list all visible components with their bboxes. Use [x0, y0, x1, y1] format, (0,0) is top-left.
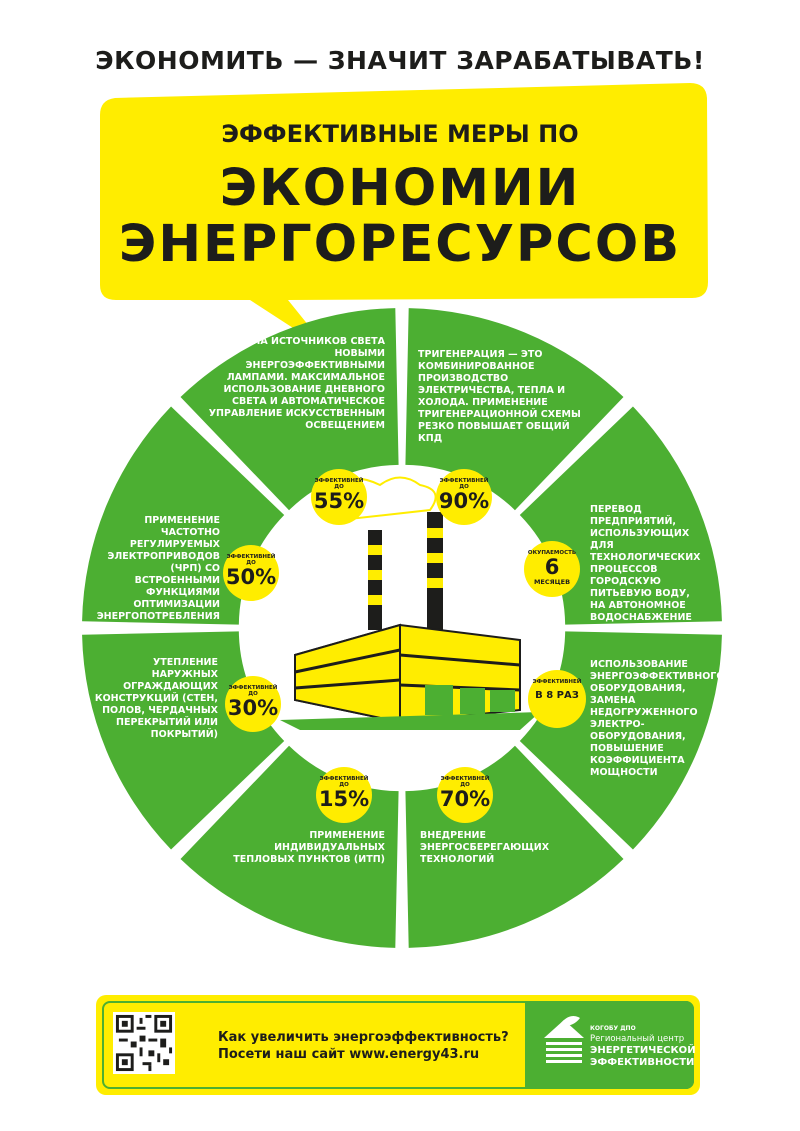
badge-value: 30%: [227, 696, 279, 720]
badge-label: ОКУПАЕМОСТЬ: [527, 550, 577, 556]
badge-label: ЭФФЕКТИВНЕЙ ДО: [226, 554, 276, 566]
badge-6: ОКУПАЕМОСТЬ 6 МЕСЯЦЕВ: [524, 541, 580, 597]
measure-text-6: Применение индивидуальных тепловых пункт…: [233, 830, 385, 865]
factory-icon: [280, 476, 540, 730]
badge-55: ЭФФЕКТИВНЕЙ ДО 55%: [311, 469, 367, 525]
badge-value: 55%: [313, 489, 365, 513]
measure-text-8: Применение частотно регулируемых электро…: [96, 515, 220, 622]
headline-line1: ЭФФЕКТИВНЫЕ МЕРЫ ПО: [221, 120, 579, 148]
logo-org-type: КОГОБУ ДПО: [590, 1025, 636, 1032]
badge-90: ЭФФЕКТИВНЕЙ ДО 90%: [436, 469, 492, 525]
badge-value: 6: [544, 555, 560, 579]
house-leaf-logo-icon: [544, 1016, 584, 1063]
footer-line2[interactable]: Посети наш сайт www.energy43.ru: [218, 1047, 480, 1062]
badge-value: 50%: [225, 565, 277, 589]
badge-label: ЭФФЕКТИВНЕЙ ДО: [319, 776, 369, 788]
badge-label: ЭФФЕКТИВНЕЙ ДО: [228, 685, 278, 697]
badge-value: В 8 РАЗ: [535, 690, 579, 701]
footer-cta: Как увеличить энергоэффективность? Посет…: [218, 1029, 509, 1063]
poster-tagline: ЭКОНОМИТЬ — ЗНАЧИТ ЗАРАБАТЫВАТЬ!: [95, 46, 705, 75]
headline-line2: ЭКОНОМИИ: [219, 159, 581, 218]
badge-value: 15%: [318, 787, 370, 811]
qr-code-icon[interactable]: [113, 1012, 175, 1074]
headline-line3: ЭНЕРГОРЕСУРСОВ: [118, 215, 682, 274]
badge-label: ЭФФЕКТИВНЕЙ ДО: [439, 478, 489, 490]
badge-label: ЭФФЕКТИВНЕЙ ДО: [440, 776, 490, 788]
badge-value: 90%: [438, 489, 490, 513]
wheel-segment-1: [405, 308, 624, 511]
measure-text-5: Внедрение энергосберегающих технологий: [420, 830, 550, 865]
measure-text-4: Использование энергоэффективного оборудо…: [590, 659, 725, 778]
badge-50: ЭФФЕКТИВНЕЙ ДО 50%: [223, 545, 279, 601]
logo-name-line3: ЭФФЕКТИВНОСТИ: [590, 1057, 695, 1068]
badge-8x: ЭФФЕКТИВНЕЙ В 8 РАЗ: [528, 670, 586, 728]
badge-label: ЭФФЕКТИВНЕЙ ДО: [314, 478, 364, 490]
wheel-segment-8: [180, 308, 399, 511]
footer-line1: Как увеличить энергоэффективность?: [218, 1030, 509, 1045]
badge-label: ЭФФЕКТИВНЕЙ: [532, 679, 582, 685]
badge-unit: МЕСЯЦЕВ: [533, 578, 571, 586]
badge-30: ЭФФЕКТИВНЕЙ ДО 30%: [225, 676, 281, 732]
measure-text-1: Замена источников света новыми энергоэфф…: [208, 336, 385, 431]
measure-text-7: Утепление наружных ограждающих конструкц…: [94, 657, 218, 740]
logo-name-line2: ЭНЕРГЕТИЧЕСКОЙ: [590, 1045, 696, 1056]
badge-70: ЭФФЕКТИВНЕЙ ДО 70%: [437, 767, 493, 823]
measure-text-3: Перевод предприятий, использующих для те…: [590, 504, 701, 623]
measure-text-2: Тригенерация — это комбинированное произ…: [418, 349, 581, 444]
logo-name-line1: Региональный центр: [590, 1034, 685, 1044]
badge-15: ЭФФЕКТИВНЕЙ ДО 15%: [316, 767, 372, 823]
badge-value: 70%: [439, 787, 491, 811]
